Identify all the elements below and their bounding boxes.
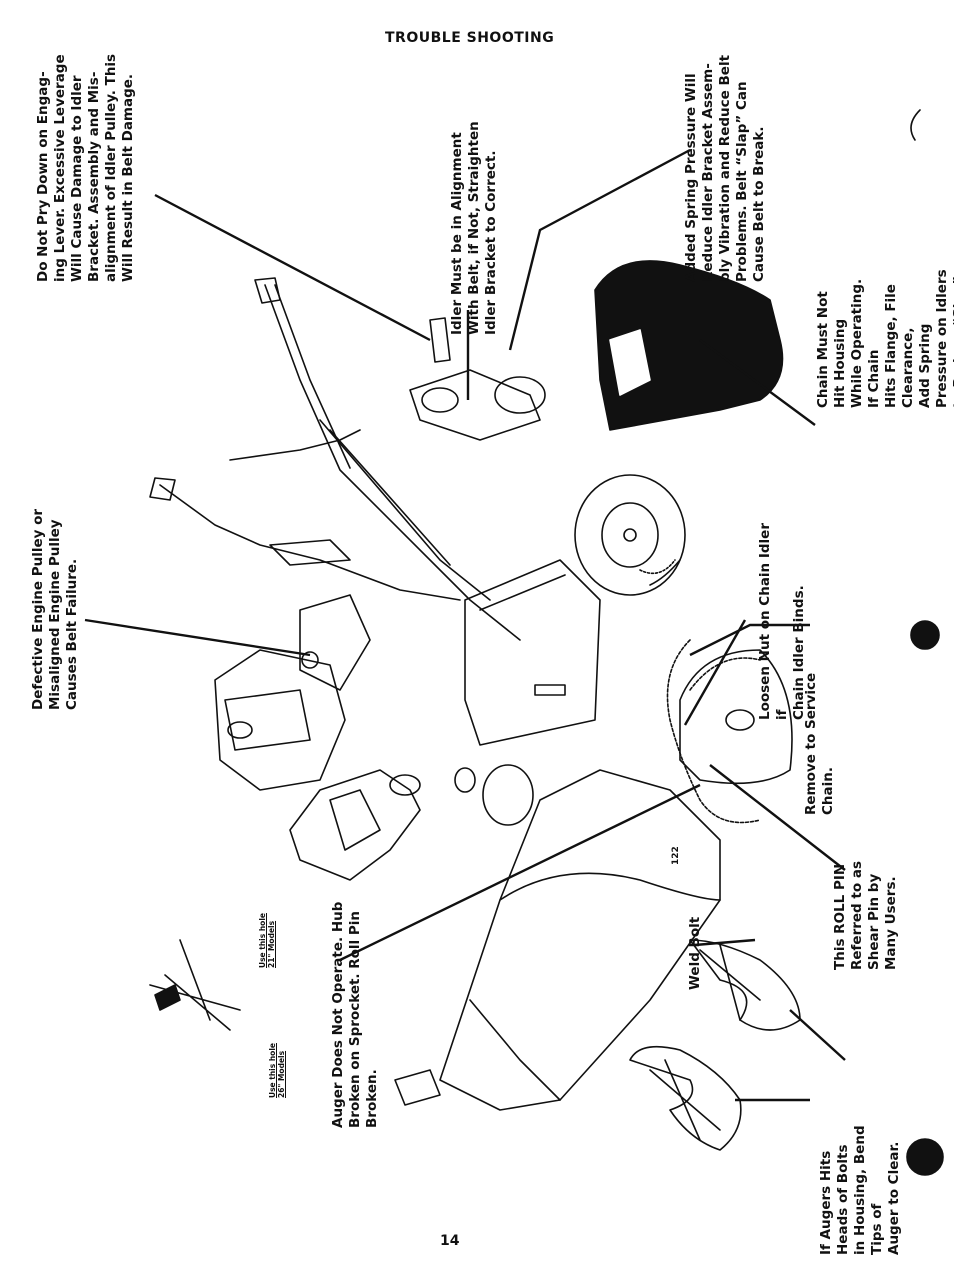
- handle-bar-left: [159, 484, 461, 601]
- callout-engine-pulley: Defective Engine Pulley or Misaligned En…: [30, 508, 80, 710]
- handle-grip-right: [254, 277, 281, 304]
- frame-bracket: [269, 539, 351, 566]
- engine-block: [214, 649, 346, 791]
- callout-remove-service: Remove to Service Chain.: [803, 672, 836, 815]
- engine-pulley-guard: [299, 594, 371, 691]
- auger-upper: [689, 939, 801, 1031]
- hole-detail: [149, 939, 241, 1031]
- leader-engine-pulley: [84, 618, 311, 657]
- hole-label-21: Use this hole 21" Models: [258, 913, 276, 968]
- page-number: 14: [440, 1233, 460, 1249]
- handle-grip-left: [149, 477, 176, 501]
- drive-chain: [666, 639, 761, 824]
- page-title: TROUBLE SHOOTING: [385, 30, 555, 46]
- discharge-chute: [289, 769, 421, 881]
- frame-cross-member: [229, 429, 361, 461]
- leader-roll-pin: [709, 764, 846, 871]
- callout-auger-hits: If Augers Hits Heads of Bolts in Housing…: [818, 1125, 902, 1255]
- frame-rod-1: [319, 419, 491, 601]
- auger-lower: [629, 1045, 742, 1151]
- callout-loosen-nut: Loosen Nut on Chain Idler if Chain Idler…: [757, 523, 807, 720]
- callout-spring: Added Spring Pressure Will Reduce Idler …: [683, 54, 767, 282]
- leader-chain-housing: [699, 339, 816, 426]
- chain-housing: [679, 649, 793, 785]
- part-number-label: 122: [671, 846, 681, 865]
- leader-loosen-nut: [683, 619, 747, 726]
- callout-pry: Do Not Pry Down on Engag- ing Lever. Exc…: [35, 53, 136, 282]
- leader-auger-not-operate: [339, 783, 701, 962]
- callout-weld-bolt: Weld Bolt: [687, 916, 703, 990]
- leader-remove-service: [689, 623, 810, 657]
- leader-pry: [154, 193, 431, 342]
- leader-auger-hits-upper: [789, 1009, 846, 1061]
- engine-mount-plate: [464, 559, 601, 746]
- callout-auger-not-operate: Auger Does Not Operate. Hub Broken on Sp…: [330, 901, 380, 1128]
- wheel-rim: [601, 502, 659, 568]
- wheel-tire: [574, 474, 686, 596]
- handle-bar-right: [264, 284, 521, 641]
- callout-chain-housing: Chain Must Not Hit Housing While Operati…: [815, 269, 954, 408]
- leader-weld-bolt: [694, 938, 756, 947]
- frame-rod-2: [329, 429, 451, 566]
- leader-spring: [508, 148, 691, 351]
- auger-housing: [439, 769, 721, 1111]
- chute-collar: [482, 764, 534, 826]
- hole-label-26: Use this hole 26" Models: [268, 1043, 286, 1098]
- callout-roll-pin: This ROLL PIN Referred to as Shear Pin b…: [832, 861, 899, 970]
- idler-bracket: [409, 369, 541, 441]
- callout-idler-align: Idler Must be in Alignment With Belt, if…: [449, 121, 499, 335]
